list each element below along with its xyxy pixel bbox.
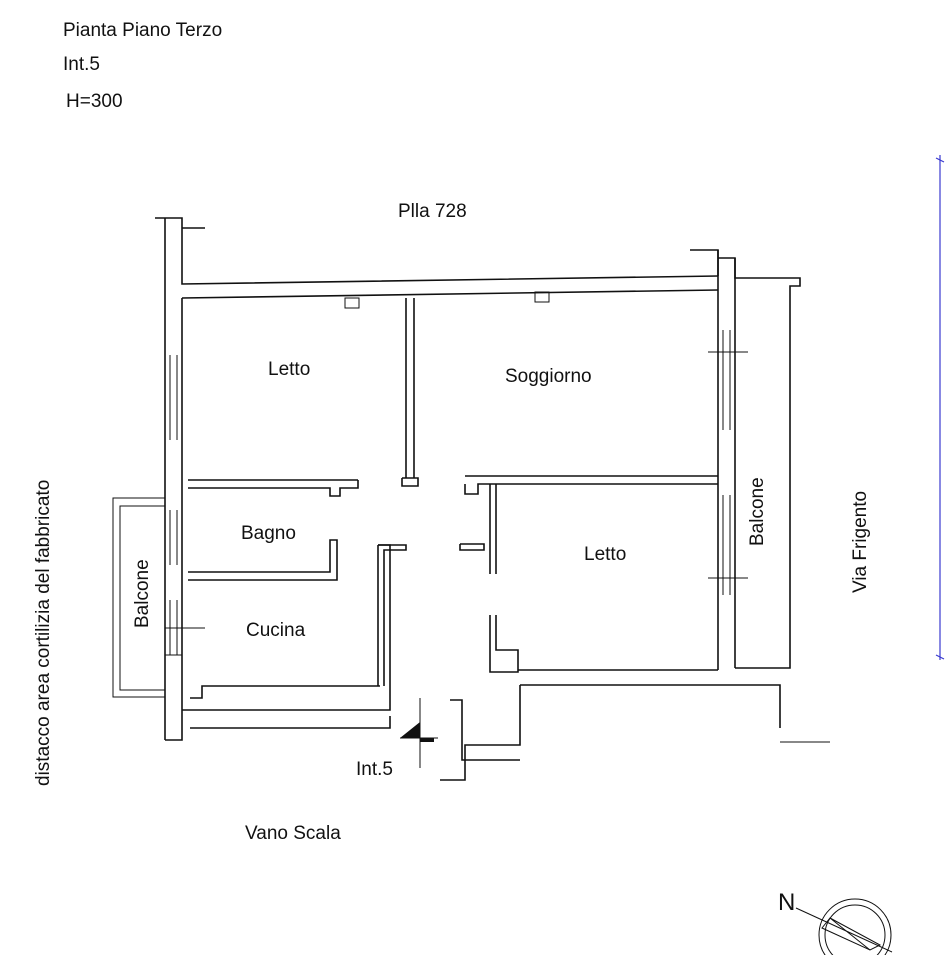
room-label-cucina: Cucina	[246, 620, 306, 641]
stairs-label: Vano Scala	[245, 823, 341, 844]
room-label-letto-2: Letto	[584, 544, 626, 565]
street-label: Via Frigento	[850, 491, 871, 593]
entrance-arrow-icon	[400, 698, 438, 768]
sheet-border-right	[935, 155, 945, 660]
courtyard-label: distacco area cortilizia del fabbricato	[33, 480, 54, 786]
balcone-left-outline	[112, 497, 205, 698]
parcel-label: Plla 728	[398, 201, 467, 222]
plan-title: Pianta Piano Terzo	[63, 20, 222, 41]
balcone-left-label: Balcone	[132, 559, 153, 628]
room-label-soggiorno: Soggiorno	[505, 366, 592, 387]
room-label-bagno: Bagno	[241, 523, 296, 544]
balcone-right-label: Balcone	[747, 477, 768, 546]
outer-walls	[155, 217, 830, 781]
north-arrow-icon	[795, 898, 893, 955]
interior-walls	[188, 291, 718, 686]
room-label-letto-1: Letto	[268, 359, 310, 380]
unit-label: Int.5	[63, 54, 100, 75]
entrance-label: Int.5	[356, 759, 393, 780]
height-label: H=300	[66, 91, 123, 112]
north-label: N	[778, 889, 795, 916]
